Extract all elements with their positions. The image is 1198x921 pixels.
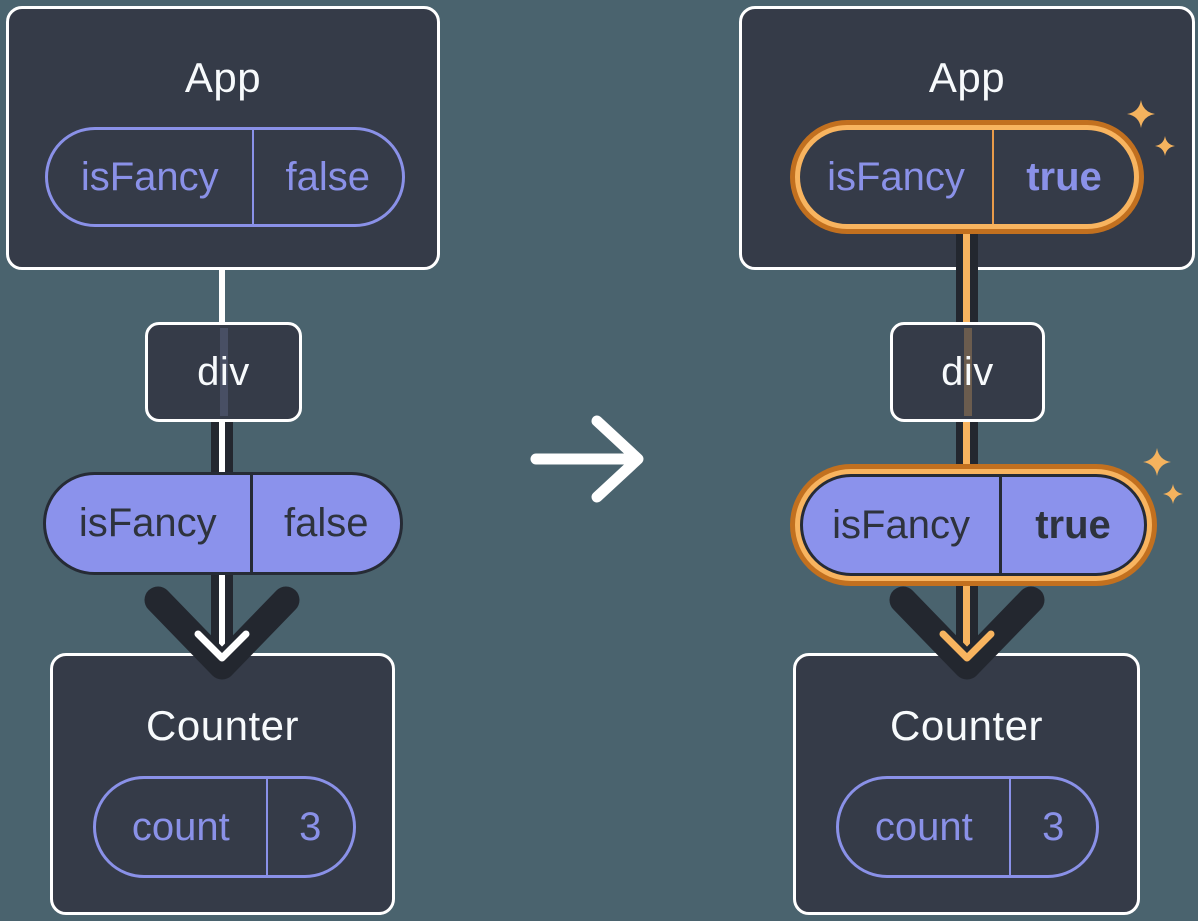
state-key: isFancy bbox=[827, 154, 965, 199]
state-pill-counter-after: count 3 bbox=[836, 776, 1099, 878]
state-pill-app-before: isFancy false bbox=[45, 127, 405, 227]
counter-title: Counter bbox=[146, 702, 299, 749]
counter-card-before: Counter count 3 bbox=[50, 653, 395, 915]
state-key: isFancy bbox=[80, 154, 219, 199]
state-value: 3 bbox=[1008, 779, 1096, 875]
app-title: App bbox=[928, 54, 1006, 101]
passed-prop-pill-after: isFancy true bbox=[800, 474, 1147, 576]
state-value: false bbox=[251, 130, 402, 224]
prop-value: true bbox=[999, 477, 1144, 573]
state-value: true bbox=[992, 130, 1134, 224]
prop-value: false bbox=[249, 475, 400, 572]
counter-title: Counter bbox=[890, 702, 1043, 749]
state-key: count bbox=[131, 804, 230, 849]
state-key: count bbox=[874, 804, 973, 849]
div-title: div bbox=[197, 350, 250, 394]
connector-app-div-before bbox=[219, 267, 225, 325]
prop-key: isFancy bbox=[832, 502, 970, 547]
div-title: div bbox=[941, 350, 994, 394]
state-value: 3 bbox=[265, 779, 353, 875]
connector-app-div-core-after bbox=[963, 228, 970, 322]
prop-flow-stripe bbox=[963, 328, 972, 416]
sparkles-icon bbox=[1143, 448, 1183, 504]
prop-key: isFancy bbox=[78, 501, 217, 545]
passed-prop-pill-before: isFancy false bbox=[43, 472, 403, 575]
counter-card-after: Counter count 3 bbox=[793, 653, 1140, 915]
state-pill-counter-before: count 3 bbox=[93, 776, 356, 878]
app-title: App bbox=[184, 54, 262, 101]
div-card-after: div bbox=[890, 322, 1045, 422]
prop-flow-stripe bbox=[219, 328, 228, 416]
state-pill-app-after: isFancy true bbox=[795, 125, 1139, 229]
app-card-before: App isFancy false bbox=[6, 6, 440, 270]
div-card-before: div bbox=[145, 322, 302, 422]
arrow-right-icon bbox=[530, 415, 644, 503]
